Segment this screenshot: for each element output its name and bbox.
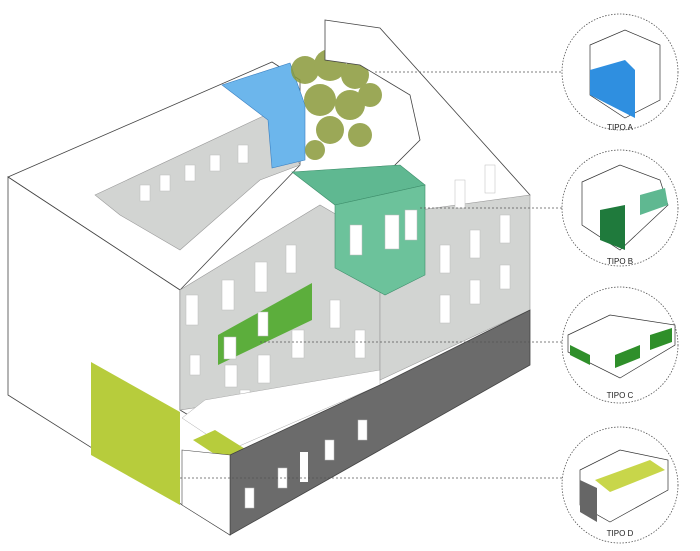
tipo-d-label: TIPO D bbox=[607, 529, 634, 538]
tipo-c-icon bbox=[570, 345, 590, 365]
tipo-b-unit-highlight bbox=[334, 184, 426, 296]
tipo-d-unit-highlight bbox=[91, 362, 180, 505]
right-block-roof bbox=[324, 19, 531, 251]
type-callout-c: TIPO C bbox=[561, 286, 679, 404]
tipo-a-icon bbox=[590, 60, 635, 118]
tipo-a-unit-highlight bbox=[221, 62, 306, 169]
tipo-d-icon bbox=[595, 460, 665, 492]
courtyard-windows bbox=[139, 144, 249, 202]
type-callout-a: TIPO A bbox=[561, 13, 679, 132]
tree-illustration bbox=[291, 49, 382, 160]
tipo-b-label: TIPO B bbox=[607, 257, 633, 266]
right-facade-windows bbox=[439, 164, 511, 324]
leader-lines bbox=[180, 71, 562, 479]
tipo-a-label: TIPO A bbox=[607, 123, 633, 132]
tipo-c-label: TIPO C bbox=[607, 391, 634, 400]
tipo-b-icon bbox=[600, 205, 625, 250]
type-callout-b: TIPO B bbox=[561, 149, 679, 267]
type-callout-d: TIPO D bbox=[561, 426, 679, 544]
